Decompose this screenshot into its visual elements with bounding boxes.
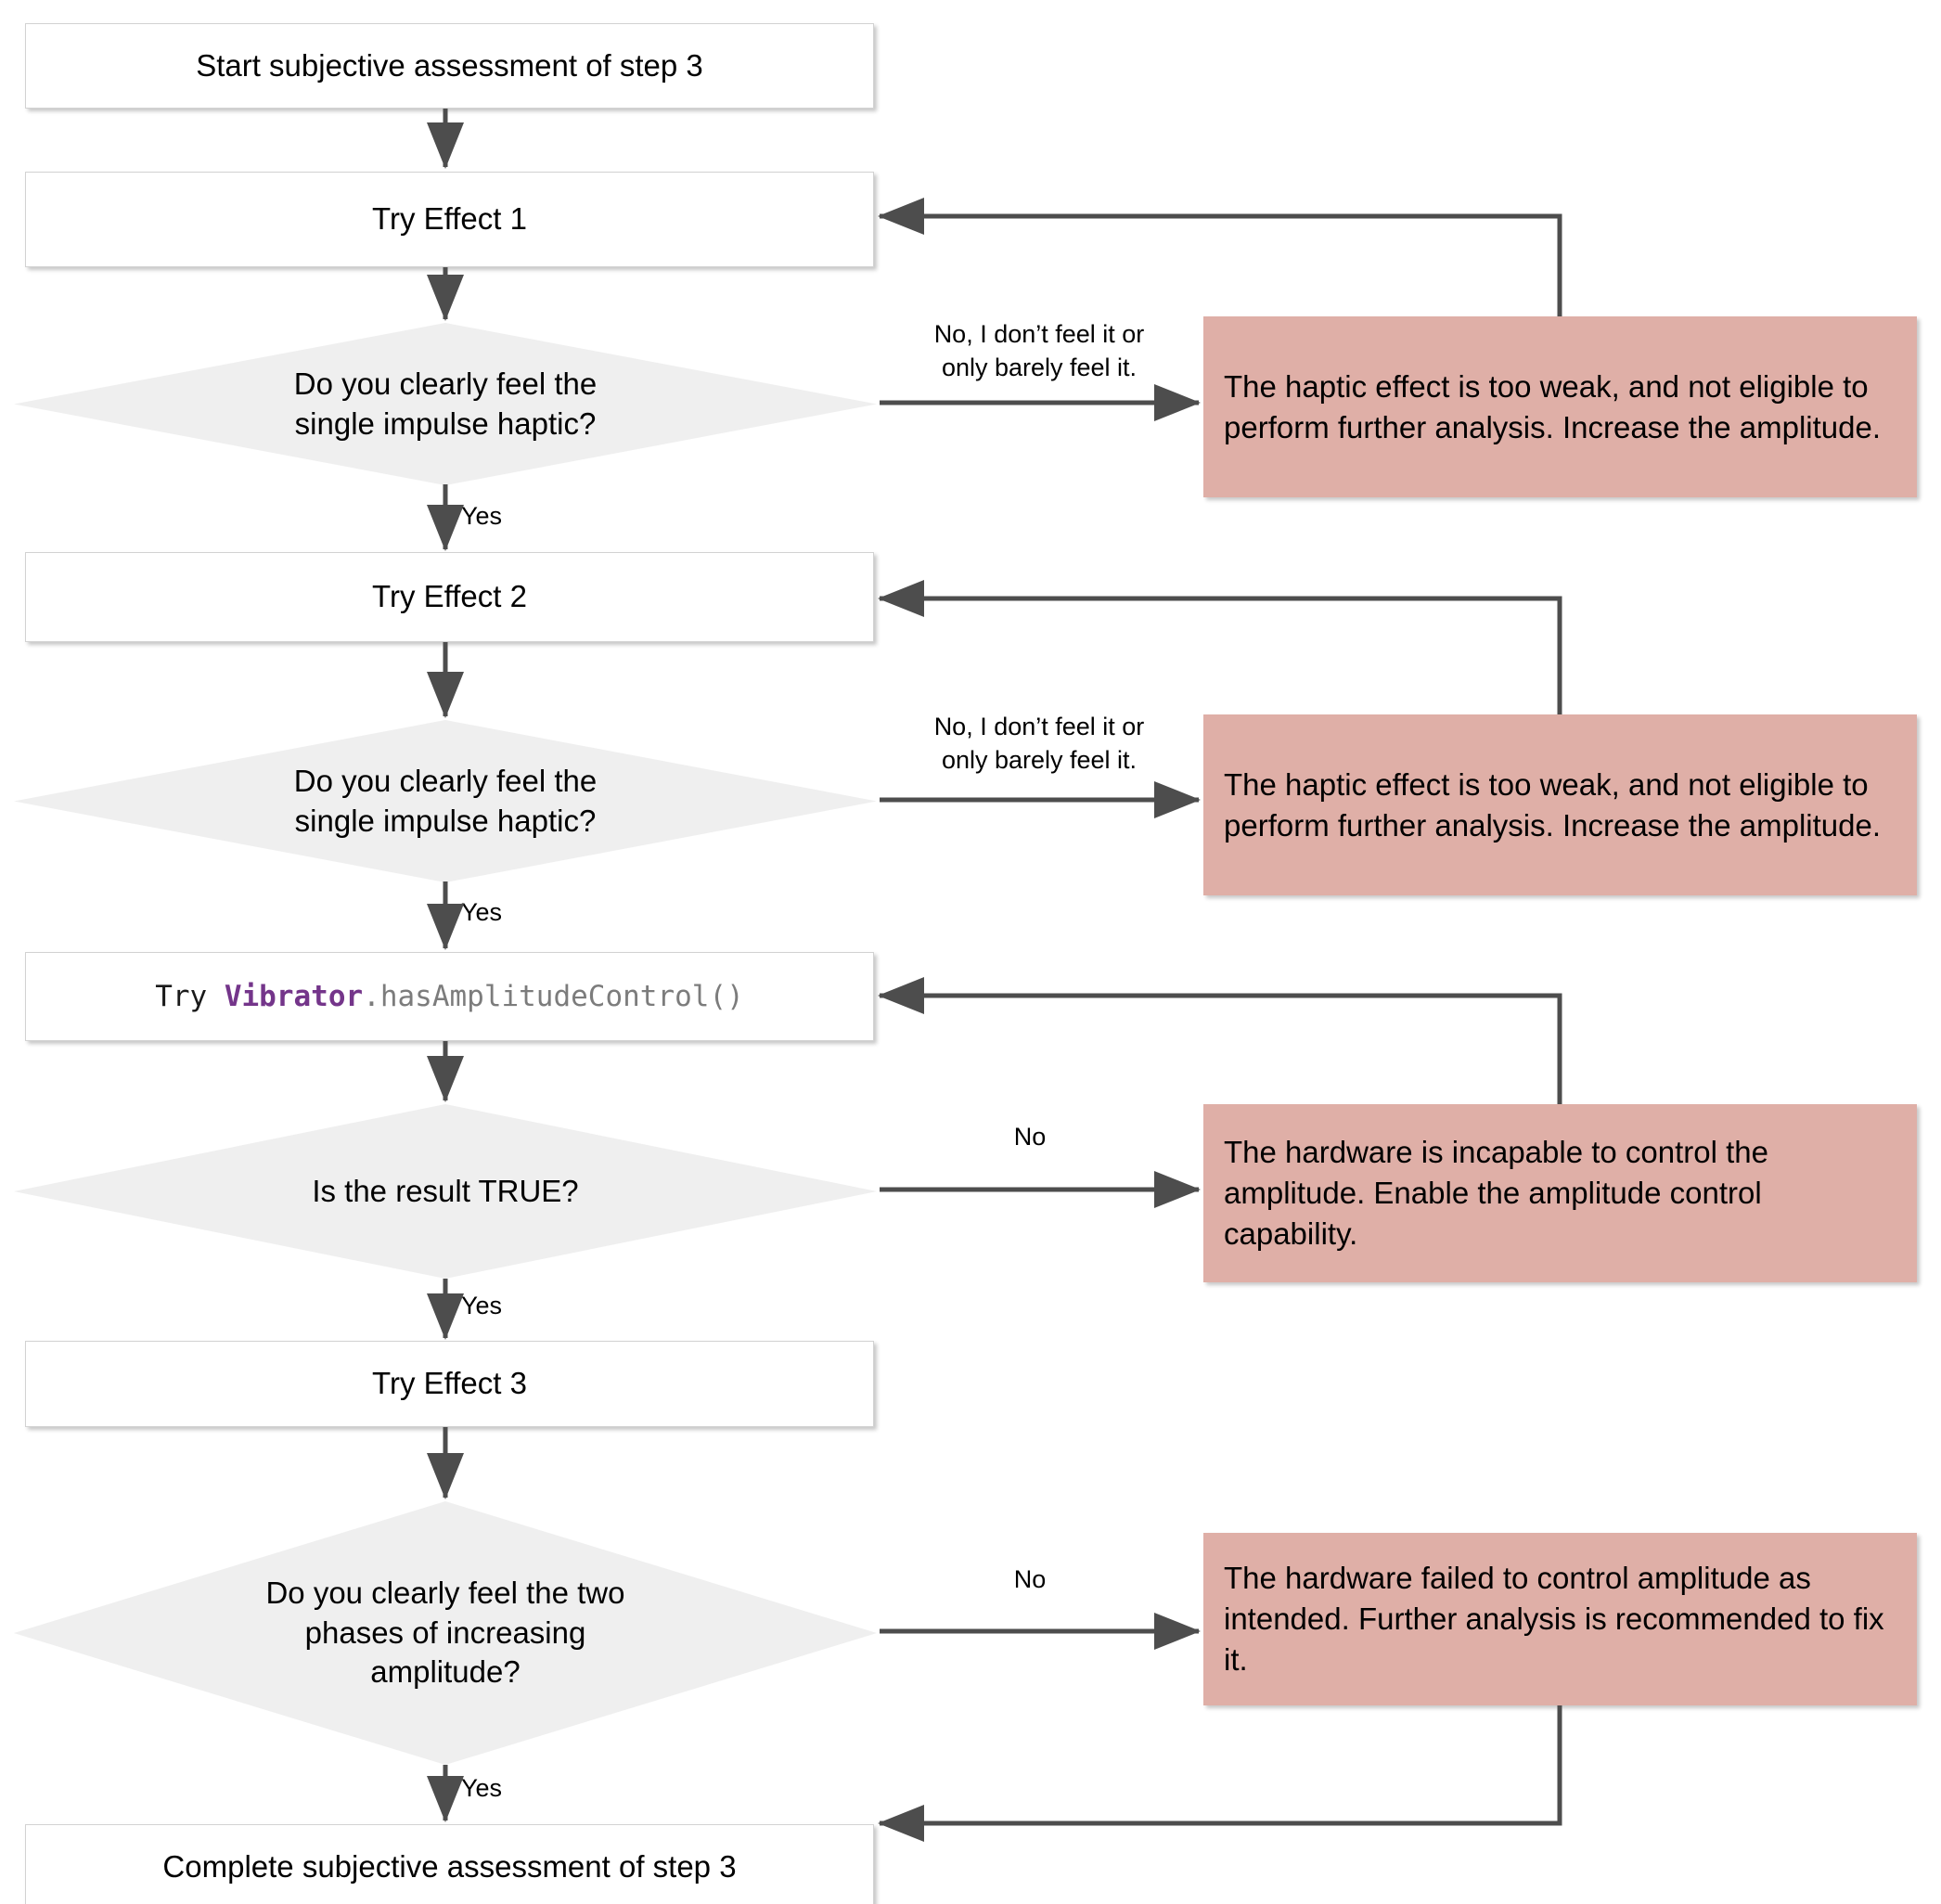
node-note-4-label: The hardware failed to control amplitude… bbox=[1224, 1561, 1884, 1677]
node-start-label: Start subjective assessment of step 3 bbox=[196, 47, 703, 83]
node-decision-2[interactable]: Do you clearly feel the single impulse h… bbox=[14, 720, 877, 882]
edge-label-no-4: No bbox=[1013, 1565, 1047, 1593]
edge-note1-feedback-to-effect1 bbox=[878, 198, 1562, 316]
node-try-effect-3[interactable]: Try Effect 3 bbox=[25, 1341, 874, 1427]
edge-note3-feedback-to-codebox bbox=[878, 977, 1562, 1104]
node-decision-2-label: Do you clearly feel the single impulse h… bbox=[293, 763, 598, 838]
code-keyword-try: Try bbox=[155, 979, 225, 1013]
node-note-2-label: The haptic effect is too weak, and not e… bbox=[1224, 766, 1882, 843]
node-note-3-label: The hardware is incapable to control the… bbox=[1224, 1135, 1769, 1251]
node-try-effect-2-label: Try Effect 2 bbox=[372, 579, 527, 614]
node-try-effect-3-label: Try Effect 3 bbox=[372, 1366, 527, 1401]
node-decision-3-label: Is the result TRUE? bbox=[312, 1173, 579, 1208]
edge-note4-feedback-to-complete bbox=[878, 1705, 1562, 1842]
edge-label-yes-4: Yes bbox=[461, 1774, 503, 1802]
node-note-2: The haptic effect is too weak, and not e… bbox=[1203, 714, 1917, 895]
node-complete[interactable]: Complete subjective assessment of step 3 bbox=[25, 1824, 874, 1904]
code-class-vibrator: Vibrator bbox=[224, 979, 364, 1013]
node-decision-4[interactable]: Do you clearly feel the two phases of in… bbox=[14, 1501, 877, 1765]
edge-label-yes-3: Yes bbox=[461, 1292, 503, 1319]
node-note-3: The hardware is incapable to control the… bbox=[1203, 1104, 1917, 1282]
node-try-effect-1[interactable]: Try Effect 1 bbox=[25, 172, 874, 267]
edge-note2-feedback-to-effect2 bbox=[878, 580, 1562, 714]
node-start[interactable]: Start subjective assessment of step 3 bbox=[25, 23, 874, 109]
node-decision-4-label: Do you clearly feel the two phases of in… bbox=[265, 1575, 625, 1690]
node-decision-1[interactable]: Do you clearly feel the single impulse h… bbox=[14, 323, 877, 485]
node-try-effect-2[interactable]: Try Effect 2 bbox=[25, 552, 874, 642]
edge-label-no-3: No bbox=[1013, 1123, 1047, 1151]
edge-label-yes-1: Yes bbox=[461, 502, 503, 530]
node-note-4: The hardware failed to control amplitude… bbox=[1203, 1533, 1917, 1705]
node-try-effect-1-label: Try Effect 1 bbox=[372, 201, 527, 237]
edge-label-no-feel-2: No, I don’t feel it or only barely feel … bbox=[933, 713, 1145, 774]
edge-label-yes-2: Yes bbox=[461, 898, 503, 926]
node-note-1: The haptic effect is too weak, and not e… bbox=[1203, 316, 1917, 497]
edge-label-no-feel-1: No, I don’t feel it or only barely feel … bbox=[933, 320, 1145, 381]
node-complete-label: Complete subjective assessment of step 3 bbox=[162, 1849, 737, 1885]
node-try-has-amplitude-control[interactable]: Try Vibrator.hasAmplitudeControl() bbox=[25, 952, 874, 1041]
node-note-1-label: The haptic effect is too weak, and not e… bbox=[1224, 368, 1882, 444]
node-decision-3[interactable]: Is the result TRUE? bbox=[14, 1104, 877, 1279]
code-line: Try Vibrator.hasAmplitudeControl() bbox=[155, 978, 744, 1015]
node-decision-1-label: Do you clearly feel the single impulse h… bbox=[293, 366, 598, 441]
code-method-hasamplitudecontrol: .hasAmplitudeControl() bbox=[363, 979, 744, 1013]
